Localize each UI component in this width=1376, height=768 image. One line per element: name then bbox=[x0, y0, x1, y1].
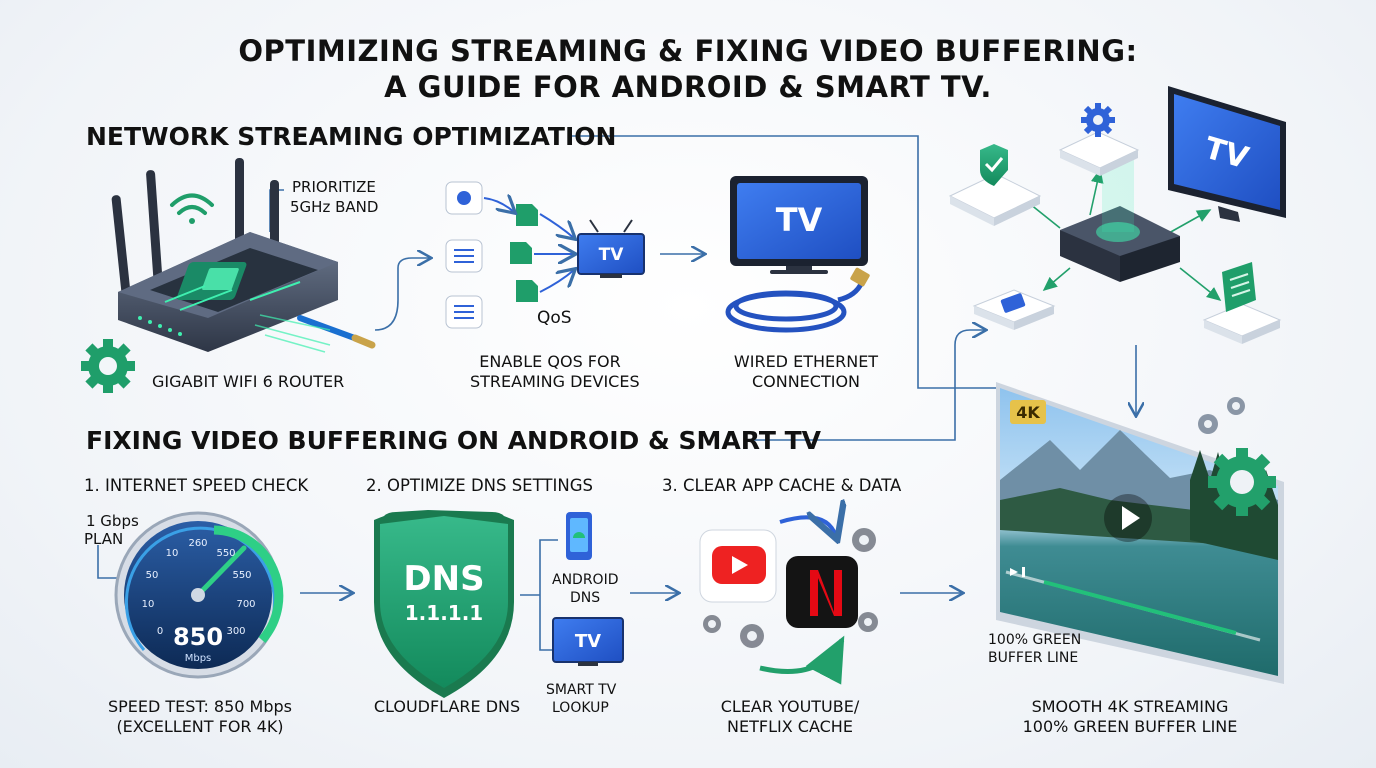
qos-caption-line-2: STREAMING DEVICES bbox=[470, 372, 640, 391]
router-caption: GIGABIT WIFI 6 ROUTER bbox=[152, 372, 345, 391]
connector-lines bbox=[97, 135, 1136, 651]
step2-title: 2. OPTIMIZE DNS SETTINGS bbox=[366, 476, 593, 495]
ethernet-caption-line-2: CONNECTION bbox=[751, 372, 861, 391]
buffering-section-heading: FIXING VIDEO BUFFERING ON ANDROID & SMAR… bbox=[86, 426, 822, 455]
gear-icon-router bbox=[81, 339, 135, 393]
buffer-label-line-1: 100% GREEN bbox=[988, 632, 1082, 648]
connector-top-to-video bbox=[572, 135, 1000, 389]
step3-title: 3. CLEAR APP CACHE & DATA bbox=[662, 476, 902, 495]
speedometer-illustration bbox=[114, 511, 284, 679]
dns-bracket bbox=[520, 539, 558, 651]
network-section-heading: NETWORK STREAMING OPTIMIZATION bbox=[86, 122, 617, 151]
ethernet-tv-illustration bbox=[725, 176, 870, 333]
wifi-icon bbox=[170, 193, 214, 224]
band-label-line-1: PRIORITIZE bbox=[292, 178, 376, 196]
qos-illustration bbox=[445, 181, 645, 329]
smart-tv-line-2: LOOKUP bbox=[552, 700, 609, 716]
qos-label: QoS bbox=[537, 308, 572, 328]
connector-router-to-qos bbox=[374, 258, 430, 331]
connector-heading-to-hub bbox=[748, 330, 985, 441]
step1-title: 1. INTERNET SPEED CHECK bbox=[84, 476, 309, 495]
network-hub-illustration bbox=[948, 86, 1286, 344]
speed-caption-line-1: SPEED TEST: 850 Mbps bbox=[107, 697, 293, 716]
result-caption-line-2: 100% GREEN BUFFER LINE bbox=[1022, 717, 1238, 736]
smart-tv-line-1: SMART TV bbox=[546, 682, 617, 698]
router-illustration bbox=[111, 158, 376, 353]
android-dns-line-2: DNS bbox=[570, 590, 601, 606]
page-title-line-2: A GUIDE FOR ANDROID & SMART TV. bbox=[384, 70, 992, 104]
page-title-line-1: OPTIMIZING STREAMING & FIXING VIDEO BUFF… bbox=[238, 34, 1138, 68]
dns-illustration bbox=[374, 510, 624, 698]
speed-caption-line-2: (EXCELLENT FOR 4K) bbox=[116, 717, 284, 736]
ethernet-caption-line-1: WIRED ETHERNET bbox=[733, 352, 879, 371]
cache-caption-line-1: CLEAR YOUTUBE/ bbox=[720, 697, 860, 716]
band-label-line-2: 5GHz BAND bbox=[290, 198, 379, 216]
cache-illustration bbox=[699, 517, 878, 685]
result-caption-line-1: SMOOTH 4K STREAMING bbox=[1031, 697, 1229, 716]
video-player-illustration bbox=[996, 382, 1284, 684]
buffer-label-line-2: BUFFER LINE bbox=[988, 650, 1079, 666]
android-dns-line-1: ANDROID bbox=[552, 572, 619, 588]
cache-caption-line-2: NETFLIX CACHE bbox=[727, 717, 853, 736]
dns-caption: CLOUDFLARE DNS bbox=[373, 697, 521, 716]
qos-caption-line-1: ENABLE QOS FOR bbox=[479, 352, 621, 371]
plan-label-line-2: PLAN bbox=[84, 530, 124, 548]
plan-label-line-1: 1 Gbps bbox=[86, 512, 139, 530]
